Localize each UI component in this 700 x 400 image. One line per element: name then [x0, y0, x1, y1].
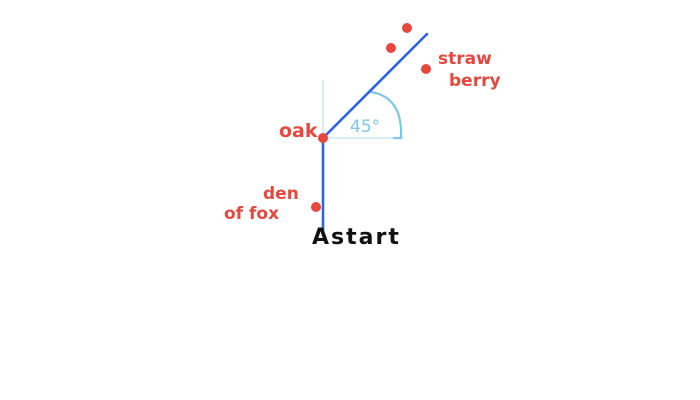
path-segment-oak-to-strawberry	[321, 32, 429, 140]
strawberry-label-line1: straw	[438, 49, 492, 69]
den-label-line2: of fox	[224, 204, 279, 224]
strawberry-point-1	[402, 23, 412, 33]
oak-label: oak	[279, 120, 318, 142]
den-label-line1: den	[263, 184, 299, 204]
strawberry-point-3	[421, 64, 431, 74]
angle-label: 45°	[350, 117, 380, 137]
angle-arc	[369, 90, 403, 140]
den-point	[311, 202, 321, 212]
strawberry-point-2	[386, 43, 396, 53]
start-label: Astart	[312, 225, 401, 250]
strawberry-label-line2: berry	[449, 71, 501, 91]
oak-point	[318, 133, 328, 143]
